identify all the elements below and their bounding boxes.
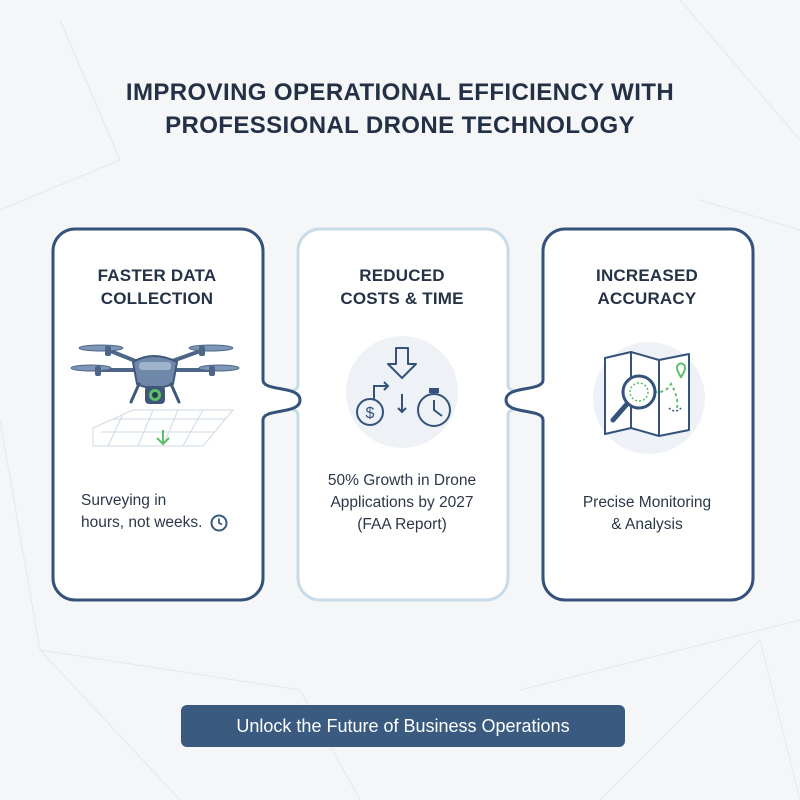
card-title-line-1: FASTER DATA [97, 266, 217, 285]
cost-time-icon: $ [346, 336, 458, 448]
card-title: REDUCED COSTS & TIME [298, 264, 506, 310]
clock-icon [210, 514, 228, 532]
card-reduced-costs-time: REDUCED COSTS & TIME $ 50% Growth in Dro… [298, 228, 506, 600]
card-increased-accuracy: INCREASED ACCURACY Precise Monitoring & … [543, 228, 751, 600]
card-text-line-2: hours, not weeks. [81, 514, 203, 531]
card-text-line-1: 50% Growth in Drone [327, 472, 477, 489]
card-text-line-2-wrap: hours, not weeks. [81, 512, 261, 534]
card-text-line-3: (FAA Report) [357, 516, 447, 533]
card-text-line-2: Applications by 2027 [330, 494, 474, 511]
card-title-line-2: COSTS & TIME [340, 289, 464, 308]
card-description: Surveying in hours, not weeks. [53, 490, 261, 534]
card-description: Precise Monitoring & Analysis [543, 492, 751, 536]
cta-button[interactable]: Unlock the Future of Business Operations [181, 705, 625, 747]
card-title-line-2: COLLECTION [100, 289, 214, 308]
card-title-line-1: INCREASED [596, 266, 698, 285]
card-text-line-2: & Analysis [611, 516, 683, 533]
card-title-line-1: REDUCED [359, 266, 445, 285]
map-magnifier-icon [593, 342, 705, 454]
card-title: FASTER DATA COLLECTION [53, 264, 261, 310]
card-title: INCREASED ACCURACY [543, 264, 751, 310]
card-description: 50% Growth in Drone Applications by 2027… [298, 470, 506, 536]
title-line-1: IMPROVING OPERATIONAL EFFICIENCY WITH [125, 79, 675, 106]
card-title-line-2: ACCURACY [597, 289, 697, 308]
card-text-line-1: Surveying in [81, 492, 167, 509]
drone-icon [70, 344, 240, 447]
svg-text:$: $ [366, 405, 375, 422]
card-faster-data-collection: FASTER DATA COLLECTION [53, 228, 261, 600]
title-line-2: PROFESSIONAL DRONE TECHNOLOGY [165, 112, 635, 139]
card-text-line-1: Precise Monitoring [582, 494, 712, 511]
page-title: IMPROVING OPERATIONAL EFFICIENCY WITH PR… [0, 76, 800, 142]
